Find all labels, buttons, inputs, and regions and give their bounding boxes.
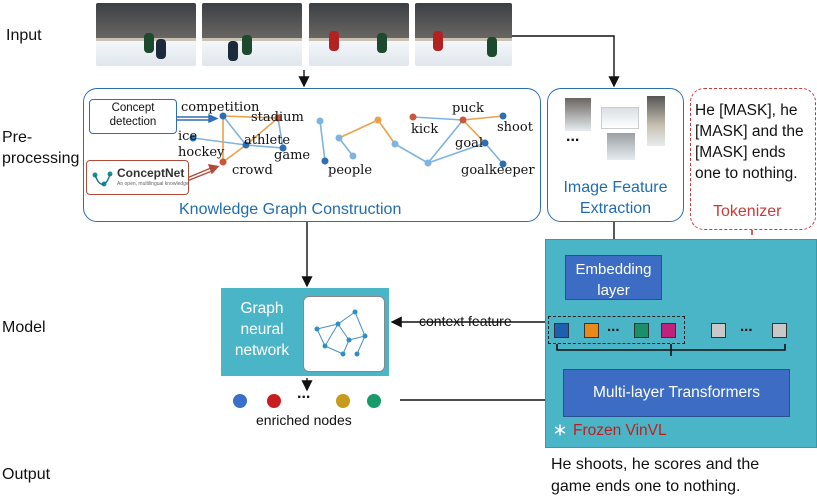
gnn-graph-icon [314, 309, 368, 357]
token-ellipsis-2: ... [740, 318, 753, 335]
kg-word-competition: competition [181, 100, 260, 115]
embedding-layer-box: Embedding layer [565, 255, 662, 300]
enriched-nodes-label: enriched nodes [256, 412, 352, 428]
crop-thumb-2 [601, 107, 639, 129]
token-magenta [661, 323, 676, 338]
input-frame-3 [309, 3, 409, 66]
conceptnet-tagline: An open, multilingual knowledge [117, 181, 189, 187]
kg-word-athlete: athlete [244, 133, 291, 148]
knowledge-graph-drawing [175, 112, 507, 182]
model-row-label: Model [2, 319, 46, 336]
image-feature-title: Image Feature Extraction [563, 179, 668, 217]
token-grey-1 [711, 323, 726, 338]
kg-word-kick: kick [411, 122, 439, 137]
knowledge-graph-panel [83, 88, 541, 222]
kg-word-shoot: shoot [497, 120, 533, 135]
kg-word-crowd: crowd [232, 163, 273, 178]
kg-title: Knowledge Graph Construction [179, 201, 402, 218]
token-green [634, 323, 649, 338]
concept-detection-label: Concept detection [109, 102, 157, 128]
enriched-node-gold [336, 394, 350, 408]
conceptnet-box [86, 160, 189, 195]
tokenizer-label: Tokenizer [713, 203, 782, 220]
kg-word-game: game [274, 148, 311, 163]
snowflake-icon [554, 424, 566, 436]
token-blue [554, 323, 569, 338]
masked-caption-text: He [MASK], he [MASK] and the [MASK] ends… [695, 102, 804, 182]
masked-caption-panel [690, 88, 816, 230]
gnn-label: Graph neural network [234, 300, 290, 359]
kg-word-goal: goal [455, 136, 484, 151]
token-grey-2 [772, 323, 787, 338]
kg-word-puck: puck [452, 101, 484, 116]
token-orange [584, 323, 599, 338]
kg-word-stadium: stadium [251, 110, 304, 125]
kg-word-goalkeeper: goalkeeper [461, 163, 535, 178]
crop-thumb-1 [565, 98, 591, 131]
output-row-label: Output [2, 466, 51, 483]
input-frame-4 [415, 3, 512, 66]
input-frame-1 [96, 3, 196, 66]
gnn-graph-thumbnail [303, 296, 385, 372]
enriched-nodes-ellipsis: ... [297, 385, 311, 402]
input-row-label: Input [6, 27, 42, 44]
image-feature-ellipsis: ... [566, 128, 580, 145]
crop-thumb-4 [607, 133, 635, 160]
token-ellipsis-1: ... [607, 318, 620, 335]
output-caption: He shoots, he scores and the game ends o… [551, 456, 760, 495]
transformers-box: Multi-layer Transformers [563, 369, 790, 417]
preprocessing-row-label: Pre- processing [2, 129, 80, 167]
crop-thumb-3 [647, 96, 665, 146]
token-brace [556, 344, 786, 356]
concept-detection-box [89, 99, 177, 134]
enriched-node-blue [233, 394, 247, 408]
enriched-node-green [367, 394, 381, 408]
kg-word-people: people [328, 163, 373, 178]
conceptnet-name: ConceptNet [117, 166, 185, 180]
context-token-group [548, 316, 685, 344]
kg-word-ice-hockey: ice hockey [178, 129, 225, 160]
frozen-vinvl-label: Frozen VinVL [573, 422, 667, 439]
conceptnet-logo-icon [92, 171, 113, 187]
enriched-node-red [267, 394, 281, 408]
input-frame-2 [202, 3, 302, 66]
context-feature-label: context feature [419, 313, 512, 329]
image-feature-extraction-panel [547, 88, 684, 222]
